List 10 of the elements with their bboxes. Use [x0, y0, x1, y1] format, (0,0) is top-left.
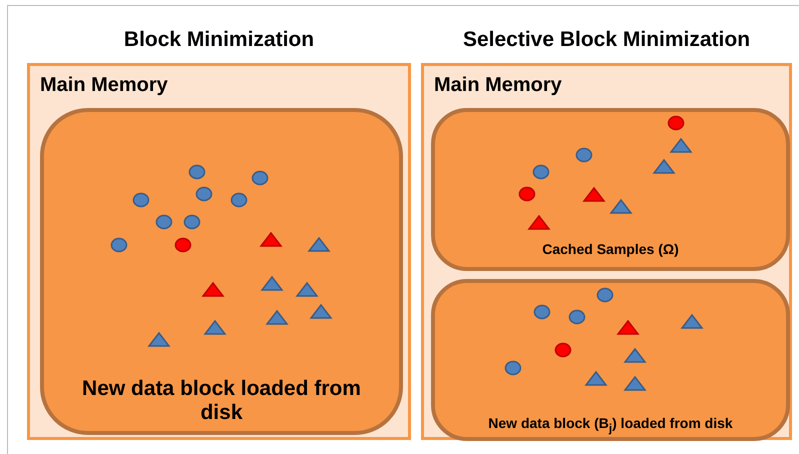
panel-heading: Selective Block Minimization [462, 28, 752, 52]
panel-label: Main Memory [40, 74, 168, 97]
data-block-region [431, 279, 790, 441]
region-label: Cached Samples (Ω) [541, 241, 680, 257]
region-label: New data block (B$_{j}$) loaded from disk [487, 415, 734, 435]
region-label: New data block loaded from disk [81, 377, 362, 425]
cache-region [431, 108, 790, 271]
data-block-region [40, 108, 403, 435]
panel-heading: Block Minimization [122, 28, 316, 52]
panel-label: Main Memory [434, 74, 562, 97]
